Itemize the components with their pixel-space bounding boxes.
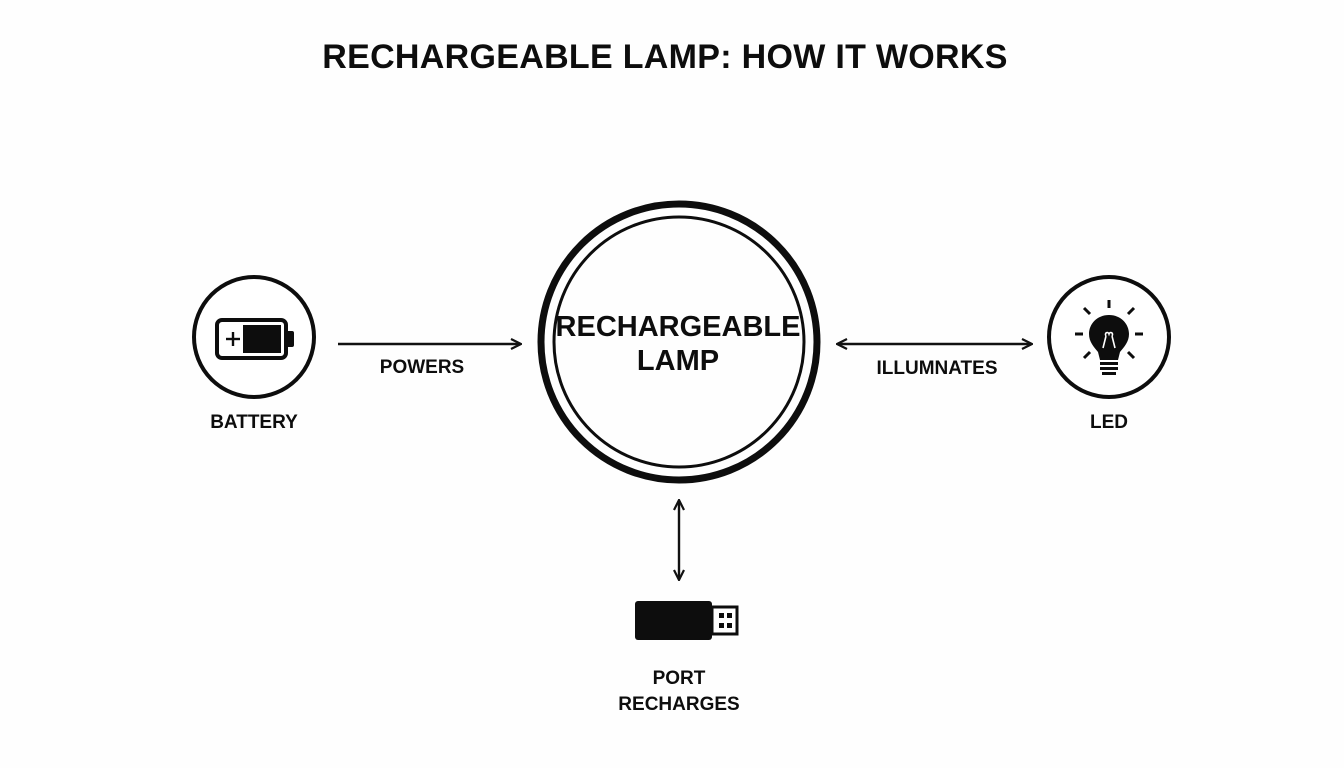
- battery-icon: [215, 318, 294, 360]
- powers-label: POWERS: [379, 357, 465, 378]
- battery-label: BATTERY: [210, 412, 298, 433]
- lamp-hub-label-line1: RECHARGEABLE: [555, 311, 801, 343]
- lightbulb-icon: [1075, 300, 1143, 375]
- led-label: LED: [1090, 412, 1128, 433]
- usb-plug-icon: [635, 601, 739, 640]
- port-label: PORT: [652, 668, 706, 689]
- lamp-hub: [537, 200, 821, 484]
- diagram-title: RECHARGEABLE LAMP: HOW IT WORKS: [322, 38, 1008, 76]
- lamp-hub-label: RECHARGEABLE LAMP: [548, 310, 808, 378]
- battery-node: [192, 275, 316, 399]
- illuminates-label: ILLUMNATES: [876, 358, 998, 379]
- recharges-label: RECHARGES: [618, 694, 740, 715]
- led-node: [1047, 275, 1171, 399]
- lamp-hub-label-line2: LAMP: [636, 345, 720, 377]
